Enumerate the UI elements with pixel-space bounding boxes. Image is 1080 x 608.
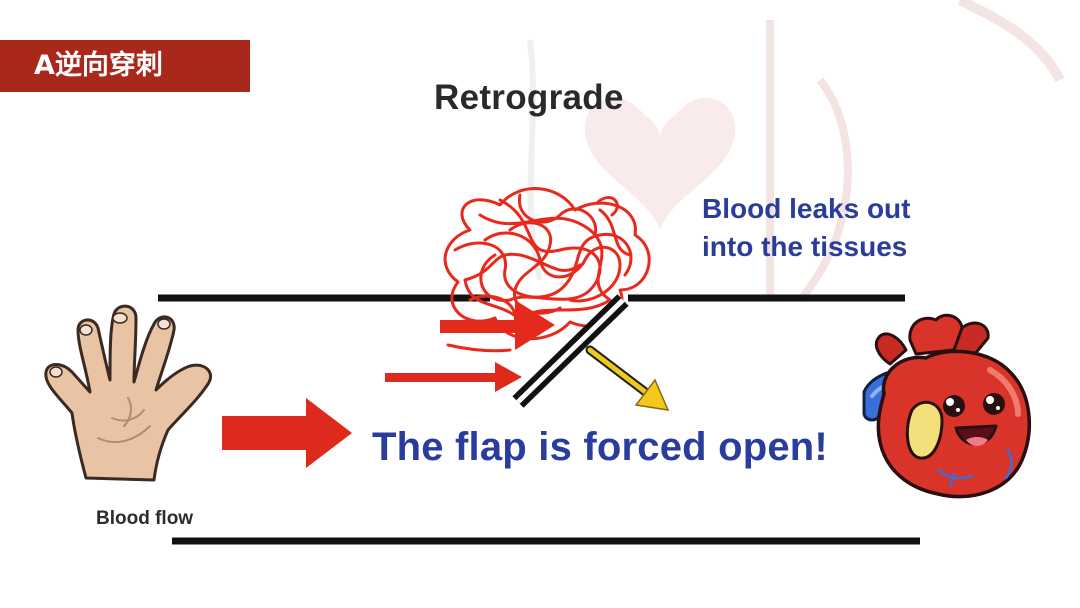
cartoon-heart-icon (862, 313, 1032, 499)
diagram-title: Retrograde (434, 78, 624, 117)
open-hand-icon (44, 304, 213, 482)
flap-caption: The flap is forced open! (372, 425, 828, 469)
clot-entry-arrow (440, 300, 555, 350)
leak-note-line-1: Blood leaks out (702, 193, 911, 224)
leak-note: Blood leaks out into the tissues (702, 190, 910, 266)
leak-note-line-2: into the tissues (702, 231, 908, 262)
section-tag: A逆向穿刺 (0, 40, 250, 92)
deflect-arrow (585, 345, 670, 411)
vessel-flap (512, 294, 629, 408)
blood-flow-label: Blood flow (96, 508, 194, 529)
blood-flow-arrow (222, 398, 352, 468)
flow-arrow-small (385, 362, 522, 392)
